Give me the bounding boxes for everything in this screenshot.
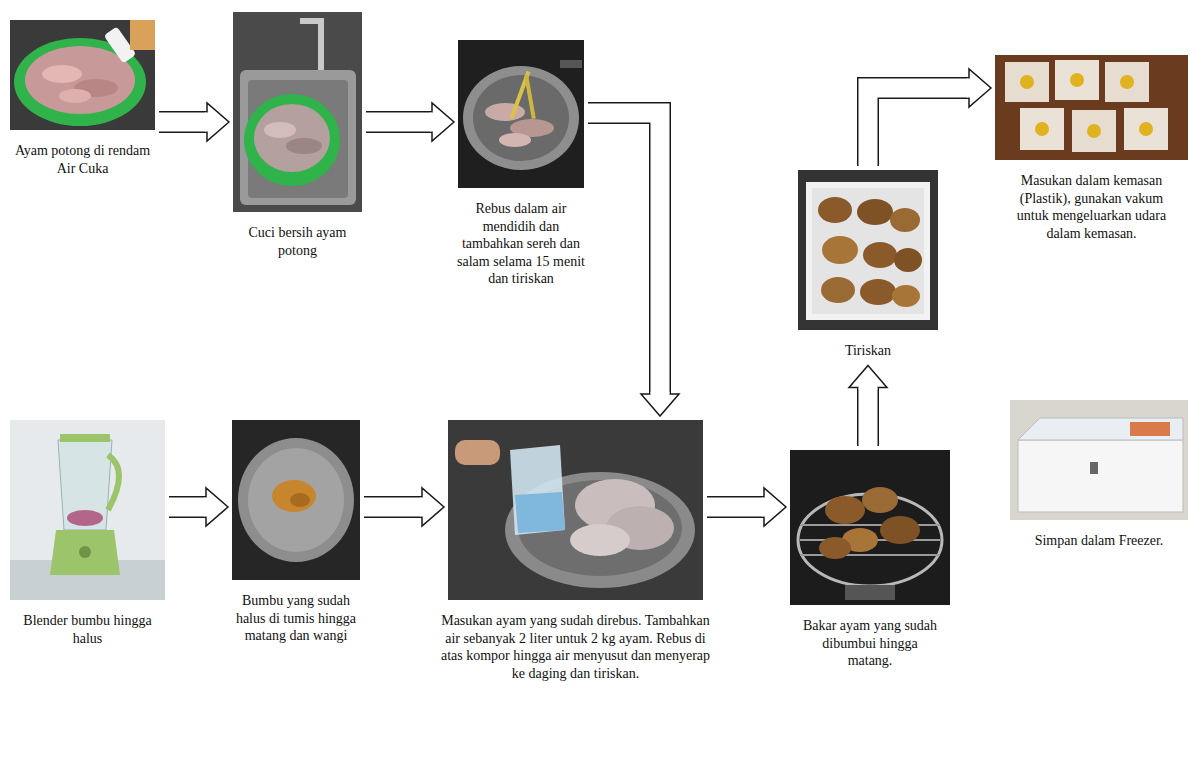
photo-freezer [1010,400,1188,520]
block-arrow [364,488,444,526]
process-step: Rebus dalam air mendidih dan tambahkan s… [454,40,589,288]
block-arrow [588,113,679,416]
step-caption: Ayam potong di rendam Air Cuka [8,142,158,177]
process-step: Blender bumbu hingga halus [10,420,165,647]
process-step: Cuci bersih ayam potong [230,12,365,259]
step-caption: Masukan dalam kemasan (Plastik), gunakan… [1017,172,1167,242]
step-caption: Simpan dalam Freezer. [1034,532,1164,550]
photo-grill [790,450,950,605]
photo-frame [458,40,584,188]
photo-boil [458,40,584,188]
process-step: Bumbu yang sudah halus di tumis hingga m… [226,420,366,645]
photo-drain [798,170,938,330]
photo-frame [232,420,360,580]
step-caption: Tiriskan [798,342,938,360]
photo-blender [10,420,165,600]
block-arrow [849,366,887,447]
process-step: Simpan dalam Freezer. [1010,400,1188,550]
photo-frame [798,170,938,330]
photo-soak [10,20,155,130]
photo-frame [233,12,362,212]
photo-packs [995,55,1188,160]
step-caption: Bakar ayam yang sudah dibumbui hingga ma… [800,617,940,670]
photo-simmer [448,420,703,600]
step-caption: Cuci bersih ayam potong [230,224,365,259]
step-caption: Masukan ayam yang sudah direbus. Tambahk… [441,612,711,682]
photo-frame [10,420,165,600]
process-step: Bakar ayam yang sudah dibumbui hingga ma… [790,450,950,670]
photo-frame [1010,400,1188,520]
photo-frame [995,55,1188,160]
block-arrow [868,69,991,166]
photo-wash [233,12,362,212]
step-caption: Rebus dalam air mendidih dan tambahkan s… [454,200,589,288]
block-arrow [707,488,786,526]
block-arrow [159,103,229,141]
block-arrow [169,488,228,526]
photo-saute [232,420,360,580]
process-step: Tiriskan [798,170,938,360]
photo-frame [790,450,950,605]
step-caption: Bumbu yang sudah halus di tumis hingga m… [226,592,366,645]
process-step: Ayam potong di rendam Air Cuka [8,20,158,177]
block-arrow [366,103,454,141]
process-step: Masukan dalam kemasan (Plastik), gunakan… [995,55,1188,242]
step-caption: Blender bumbu hingga halus [23,612,153,647]
process-step: Masukan ayam yang sudah direbus. Tambahk… [441,420,711,682]
photo-frame [10,20,155,130]
photo-frame [448,420,703,600]
